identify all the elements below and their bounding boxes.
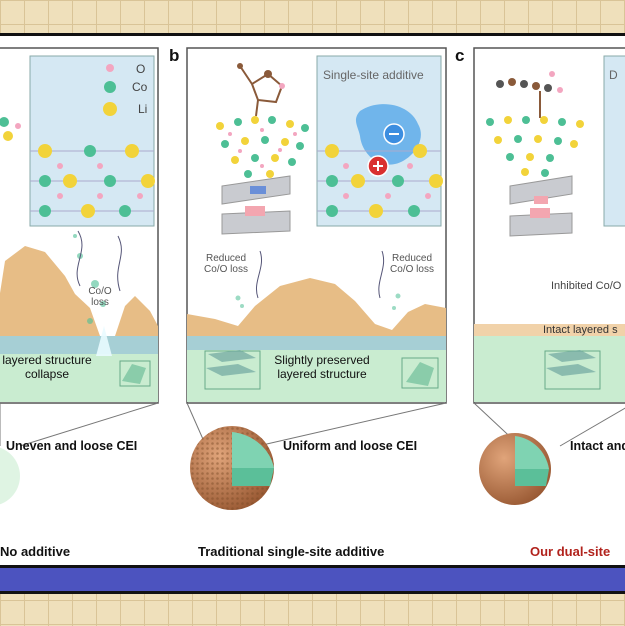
surface-slab-b bbox=[216, 116, 309, 178]
crystal-fragments-c bbox=[544, 350, 601, 390]
block-diagram-b bbox=[221, 175, 291, 235]
panel-letter-b: b bbox=[169, 46, 180, 65]
legend-li-dot bbox=[103, 102, 117, 116]
molecule-a bbox=[0, 117, 21, 141]
block-diagram-c bbox=[509, 175, 573, 237]
structure-label-a: layered structure collapse bbox=[2, 353, 92, 381]
bottom-band bbox=[0, 568, 625, 594]
lattice-atoms-a bbox=[38, 144, 155, 218]
loss-particles-b bbox=[235, 293, 401, 310]
cei-label-b: Uniform and loose CEI bbox=[283, 439, 418, 453]
lattice-atoms-b bbox=[325, 144, 443, 218]
legend-co-label: Co bbox=[132, 80, 148, 94]
additive-molecule-b bbox=[237, 63, 285, 117]
panel-letter-c: c bbox=[455, 46, 465, 65]
legend-o-dot bbox=[106, 64, 114, 72]
figure-graphics bbox=[0, 47, 625, 510]
panel-c bbox=[473, 47, 625, 505]
loss-label-b-right: Reduced Co/O loss bbox=[390, 253, 434, 275]
panel-a bbox=[0, 47, 159, 505]
figure-frame: O Co Li Co/O loss layered structure coll… bbox=[0, 33, 625, 568]
panel-b bbox=[186, 47, 447, 510]
loss-label-a: Co/O loss bbox=[88, 286, 112, 308]
inset-title-b: Single-site additive bbox=[323, 68, 424, 82]
structure-label-c: Intact layered s bbox=[543, 324, 618, 336]
surface-slab-c bbox=[486, 116, 584, 177]
dual-site-molecule bbox=[496, 71, 563, 118]
legend-o-label: O bbox=[136, 62, 146, 76]
inset-title-c: D bbox=[609, 68, 618, 82]
crystal-fragments-b bbox=[204, 350, 439, 390]
cei-label-a: Uneven and loose CEI bbox=[6, 439, 138, 453]
caption-b: Traditional single-site additive bbox=[198, 544, 385, 559]
legend-co-dot bbox=[104, 81, 116, 93]
particle-sphere-b bbox=[190, 426, 274, 510]
cei-label-c: Intact and bbox=[570, 439, 625, 453]
structure-label-b: Slightly preserved layered structure bbox=[274, 353, 370, 381]
caption-a: No additive bbox=[0, 544, 71, 559]
crystal-fragment-a bbox=[119, 360, 151, 387]
caption-c: Our dual-site bbox=[530, 544, 611, 559]
single-site-interaction bbox=[355, 104, 421, 177]
loss-label-b-left: Reduced Co/O loss bbox=[204, 253, 248, 275]
legend-li-label: Li bbox=[138, 102, 148, 116]
loss-label-c: Inhibited Co/O bbox=[551, 280, 622, 292]
particle-sphere-c bbox=[479, 433, 551, 505]
